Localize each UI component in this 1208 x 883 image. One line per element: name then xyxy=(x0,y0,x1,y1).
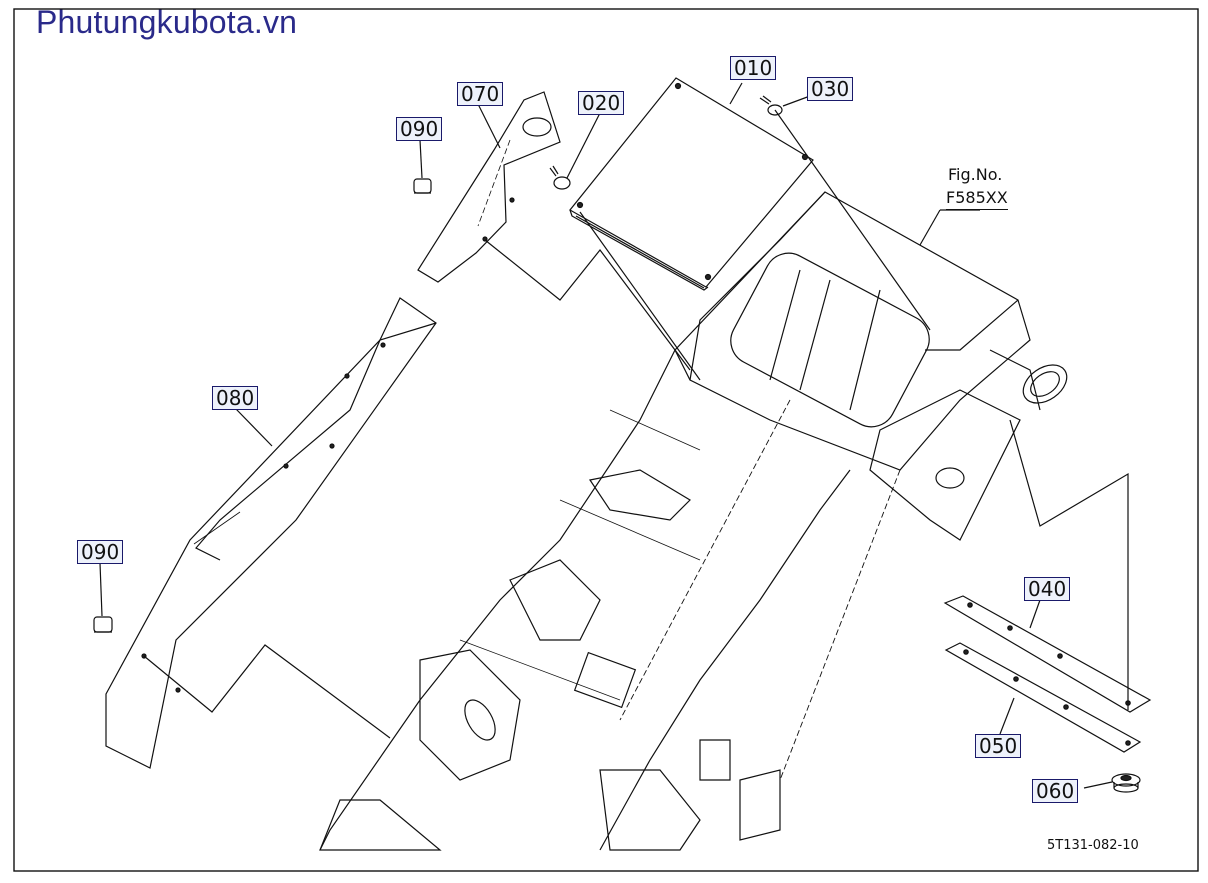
figure-number: F585XX xyxy=(946,187,1008,210)
drawing-code: 5T131-082-10 xyxy=(1047,838,1139,853)
part-label-010: 010 xyxy=(730,56,777,80)
part-label-020: 020 xyxy=(578,91,625,115)
part-label-050: 050 xyxy=(975,734,1022,758)
part-label-070: 070 xyxy=(457,82,504,106)
site-watermark-title[interactable]: Phutungkubota.vn xyxy=(36,4,298,40)
part-090-cap-top xyxy=(413,178,432,194)
leader-lines xyxy=(99,82,1129,789)
figure-label: Fig.No. xyxy=(948,165,1003,184)
part-label-060: 060 xyxy=(1032,779,1079,803)
part-label-040: 040 xyxy=(1024,577,1071,601)
part-label-090-bottom: 090 xyxy=(77,540,124,564)
part-label-030: 030 xyxy=(807,77,854,101)
part-050-strip xyxy=(944,642,1142,753)
part-030-knob xyxy=(759,95,783,116)
part-040-strip xyxy=(943,595,1152,713)
part-070-side-plate xyxy=(417,91,561,283)
part-060-grommet xyxy=(1111,773,1141,793)
drawing-border xyxy=(13,8,1199,872)
part-020-knob xyxy=(549,165,571,190)
frame-body xyxy=(319,191,1068,851)
part-label-090-top: 090 xyxy=(396,117,443,141)
part-080-long-plate xyxy=(105,297,437,769)
part-090-cap-bottom xyxy=(93,616,113,633)
part-label-080: 080 xyxy=(212,386,259,410)
